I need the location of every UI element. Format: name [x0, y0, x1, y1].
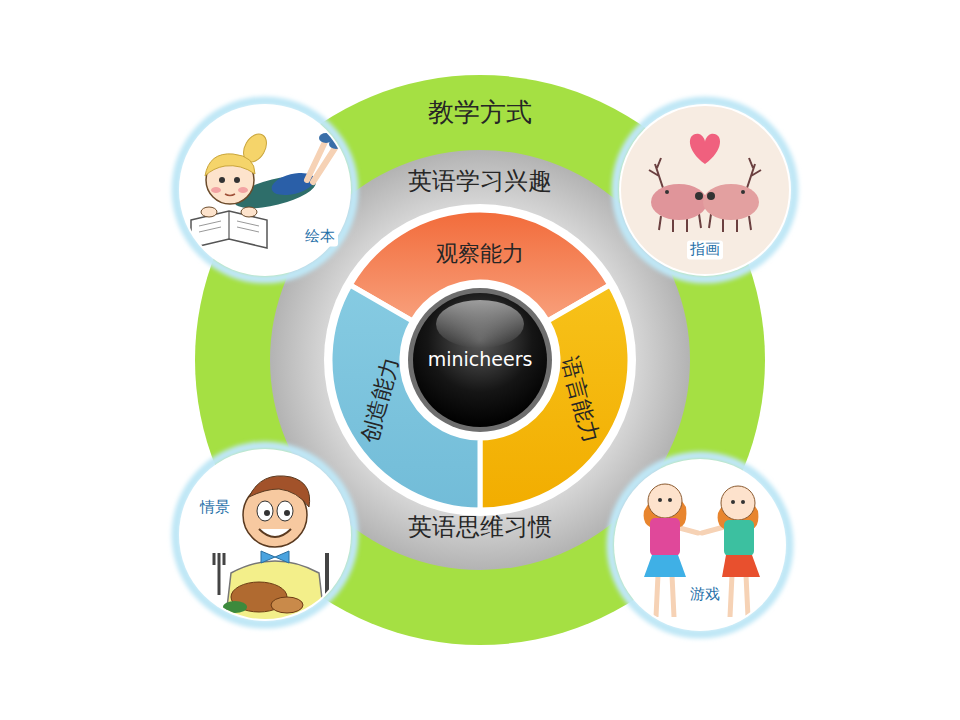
glow-outline	[610, 455, 790, 635]
node-label: 教学方式	[428, 98, 532, 128]
glow-outline	[175, 100, 355, 280]
center-circle: minicheers	[408, 288, 552, 432]
node-label: 绘本	[302, 227, 338, 246]
node-label: 英语思维习惯	[408, 514, 552, 542]
inner-ring: 英语学习兴趣英语思维习惯观察能力语言能力创造能力minicheers	[270, 150, 690, 570]
node-label: 观察能力	[436, 241, 524, 266]
outer-ring: 教学方式英语学习兴趣英语思维习惯观察能力语言能力创造能力minicheers	[195, 75, 765, 645]
node-label: 英语学习兴趣	[408, 168, 552, 196]
node-label: minicheers	[428, 349, 533, 371]
node-label: 游戏	[687, 585, 723, 604]
node-label: 情景	[197, 498, 233, 517]
picture-circle: 指画	[615, 100, 795, 280]
picture-circle: 游戏	[610, 455, 790, 635]
node-label: 指画	[687, 240, 723, 259]
picture-circle: 情景	[175, 445, 355, 625]
picture-circle: 绘本	[175, 100, 355, 280]
glow-outline	[175, 445, 355, 625]
